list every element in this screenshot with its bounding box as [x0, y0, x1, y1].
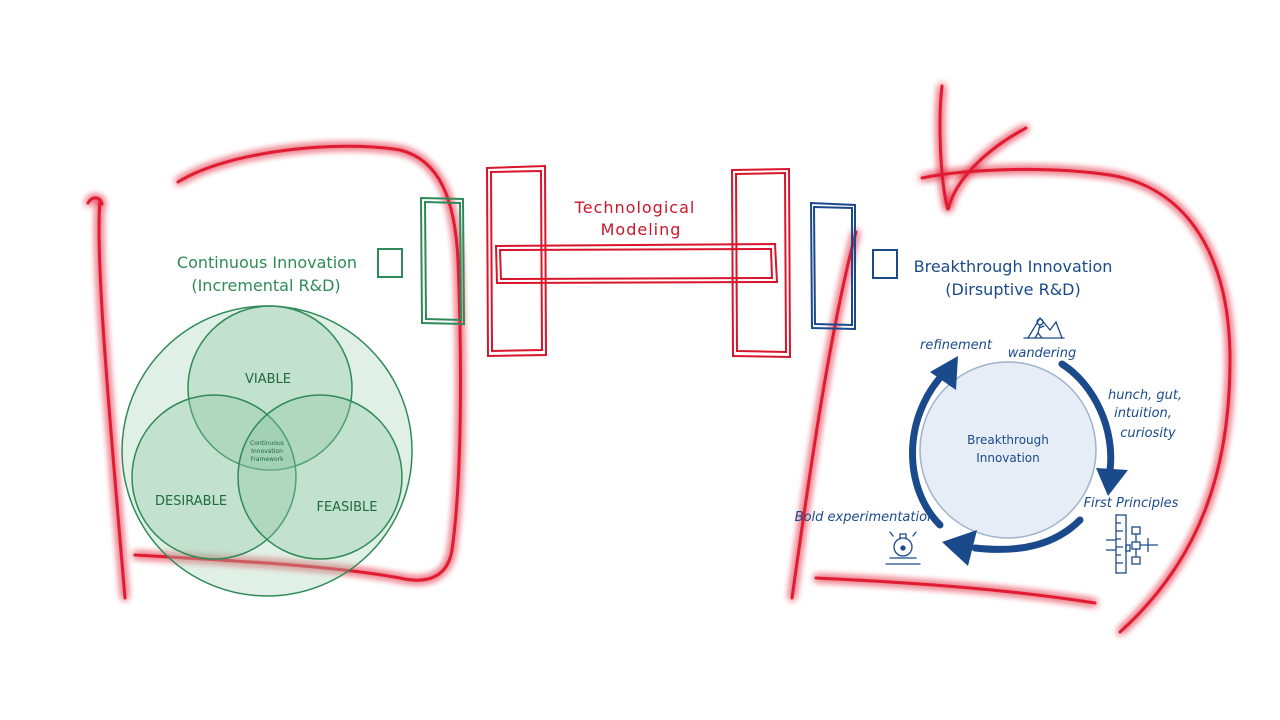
cycle-label-wandering: wandering	[1008, 346, 1077, 361]
right-title-line2: (Dirsuptive R&D)	[945, 280, 1081, 299]
cycle-label-hunch-1: hunch, gut,	[1108, 388, 1182, 403]
left-title-checkbox	[377, 248, 403, 278]
arrowhead-top-left	[930, 356, 958, 390]
right-red-loop	[790, 84, 1232, 634]
dumbbell-sketch	[485, 164, 792, 359]
left-title-line1: Continuous Innovation	[177, 253, 357, 272]
arrowhead-bottom	[942, 530, 977, 566]
venn-feasible-circle	[237, 394, 403, 560]
green-collar	[419, 196, 466, 326]
venn-center-line1: Continuous	[250, 440, 284, 447]
venn-label-desirable: DESIRABLE	[155, 494, 227, 509]
beaker-icon	[885, 531, 921, 565]
venn-label-feasible: FEASIBLE	[316, 500, 377, 515]
venn-center-line2: Innovation	[251, 448, 283, 455]
cycle-arrowheads	[930, 356, 1128, 566]
cycle-label-bold-experimentation: Bold experimentation	[795, 510, 936, 525]
venn-center-line3: Framework	[250, 456, 284, 463]
center-label-line2: Modeling	[601, 220, 682, 239]
venn-label-viable: VIABLE	[245, 372, 291, 387]
cycle-center-line1: Breakthrough	[967, 433, 1049, 447]
blue-collar	[809, 201, 856, 331]
venn-diagram	[121, 305, 413, 597]
cycle-arrow-bottom-right	[971, 516, 1084, 553]
cycle-label-hunch-3: curiosity	[1120, 426, 1176, 441]
right-title-line1: Breakthrough Innovation	[914, 257, 1113, 276]
cycle-center-circle	[919, 361, 1097, 539]
cycle-label-hunch-2: intuition,	[1114, 406, 1172, 421]
venn-desirable-circle	[131, 394, 297, 560]
cycle-center-line2: Innovation	[976, 451, 1040, 465]
hiker-icon	[1023, 316, 1065, 339]
cycle-label-refinement: refinement	[920, 338, 993, 353]
cycle-arrow-left	[909, 368, 949, 529]
right-title-checkbox	[872, 249, 898, 279]
flowchart-icon	[1125, 526, 1158, 565]
cycle-label-first-principles: First Principles	[1084, 496, 1179, 511]
cycle-arrow-top-right	[1058, 360, 1115, 474]
center-label-line1: Technological	[574, 198, 696, 217]
left-red-loop	[86, 144, 462, 600]
ruler-icon	[1106, 514, 1127, 574]
venn-viable-circle	[187, 305, 353, 471]
cycle-arrows	[909, 360, 1115, 553]
left-title-line2: (Incremental R&D)	[191, 276, 340, 295]
arrowhead-right	[1096, 468, 1128, 496]
